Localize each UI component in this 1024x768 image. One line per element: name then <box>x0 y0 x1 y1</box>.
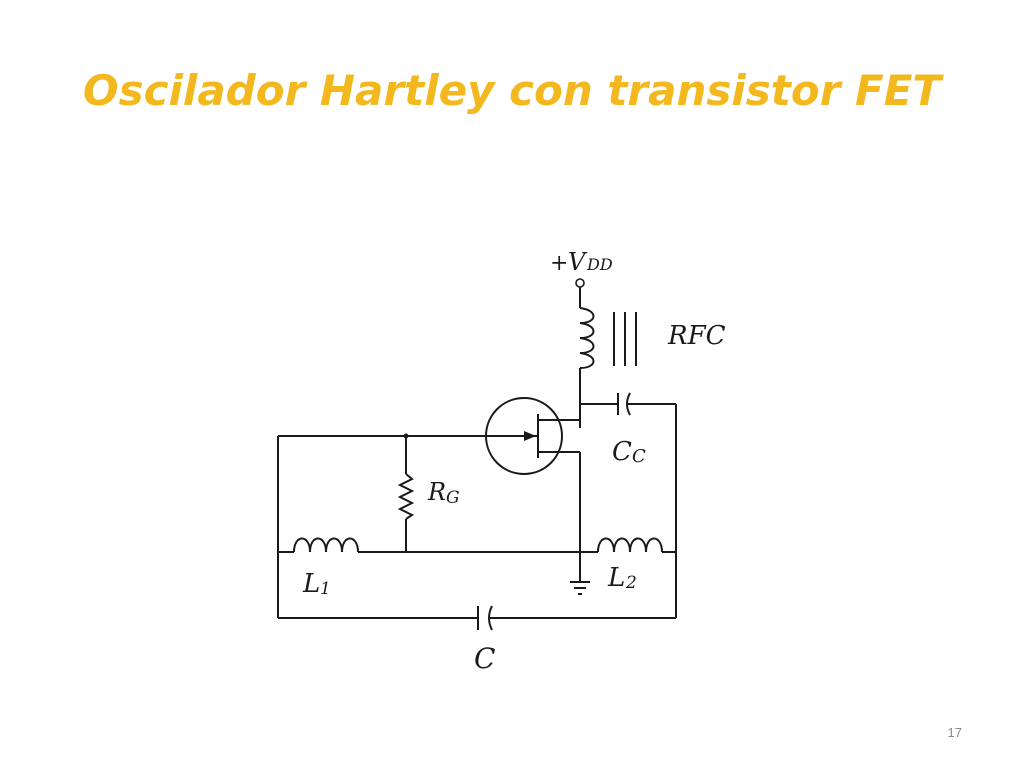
gate-resistor-rg <box>397 433 415 552</box>
cc-label: C <box>612 437 632 467</box>
vdd-label: V <box>568 248 588 276</box>
l2-subscript: 2 <box>625 573 637 593</box>
vdd-terminal <box>575 278 585 308</box>
vdd-subscript: DD <box>586 255 613 274</box>
rg-subscript: G <box>446 488 460 508</box>
coupling-capacitor-cc <box>580 392 677 618</box>
c-label: C <box>474 642 495 675</box>
slide-title: Oscilador Hartley con transistor FET <box>82 66 942 115</box>
page-number: 17 <box>947 725 962 740</box>
l1-label: L <box>302 569 320 599</box>
vdd-terminal-node <box>575 278 585 288</box>
inductor-l1 <box>278 537 406 553</box>
l1-subscript: 1 <box>320 579 331 599</box>
l2-label: L <box>607 563 625 593</box>
vdd-plus-sign: + <box>550 251 568 276</box>
inductor-l2 <box>597 537 676 553</box>
gate-arrow <box>524 431 536 441</box>
ground-symbol <box>570 581 590 595</box>
cc-subscript: C <box>632 446 646 467</box>
jfet-transistor <box>406 397 580 475</box>
rfc-label: RFC <box>667 321 726 351</box>
rg-label: R <box>427 478 446 506</box>
rfc-choke <box>579 307 637 369</box>
tank-capacitor-c <box>278 605 676 631</box>
